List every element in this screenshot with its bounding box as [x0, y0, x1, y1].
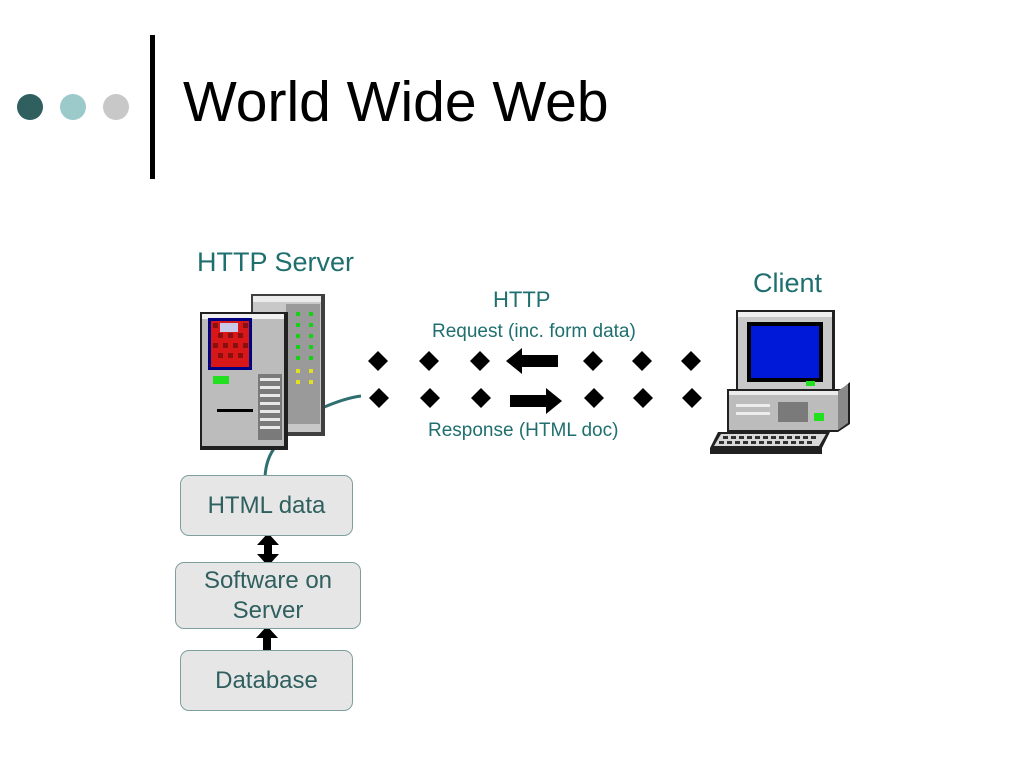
response-diamond	[420, 388, 440, 408]
bullet-dot-light	[60, 94, 86, 120]
client-label: Client	[753, 268, 823, 298]
html-data-box: HTML data	[180, 475, 353, 536]
server-software-box: Software on Server	[175, 562, 361, 629]
request-label: Request (inc. form data)	[432, 321, 636, 342]
request-diamond	[632, 351, 652, 371]
request-diamond	[681, 351, 701, 371]
bullet-dot-dark	[17, 94, 43, 120]
slide-title: World Wide Web	[183, 70, 609, 134]
response-diamond	[682, 388, 702, 408]
response-diamond	[369, 388, 389, 408]
request-diamond	[470, 351, 490, 371]
database-box: Database	[180, 650, 353, 711]
request-arrow-left-icon	[506, 348, 558, 374]
response-diamond	[633, 388, 653, 408]
bullet-dot-grey	[103, 94, 129, 120]
response-label: Response (HTML doc)	[428, 420, 619, 441]
response-arrow-right-icon	[510, 388, 562, 414]
request-diamond	[419, 351, 439, 371]
response-diamond	[471, 388, 491, 408]
title-divider	[150, 35, 155, 179]
response-diamond	[584, 388, 604, 408]
server-label: HTTP Server	[197, 247, 355, 277]
http-label: HTTP	[493, 287, 551, 312]
response-line	[369, 388, 702, 414]
server-computer-icon	[200, 294, 325, 450]
request-line	[368, 348, 701, 374]
server-to-link-connector	[321, 394, 362, 410]
request-diamond	[368, 351, 388, 371]
request-diamond	[583, 351, 603, 371]
server-to-data-connector	[263, 445, 278, 478]
stack-arrow-up-down-icon	[257, 533, 279, 566]
desktop-computer-icon	[710, 310, 850, 454]
